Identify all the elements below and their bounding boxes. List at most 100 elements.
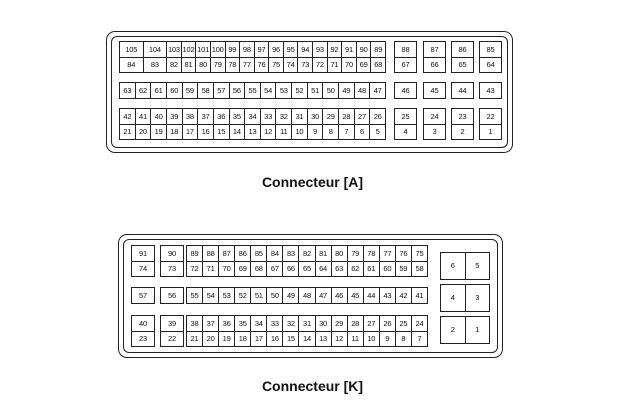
connector-k-pin: 17 xyxy=(251,331,268,347)
connector-k-pin: 15 xyxy=(283,331,300,347)
connector-a-pin: 57 xyxy=(213,83,230,99)
connector-k-pin: 45 xyxy=(347,288,364,304)
connector-a-pin: 70 xyxy=(342,57,357,73)
connector-k-pin: 57 xyxy=(132,288,155,304)
connector-a-pin: 86 xyxy=(452,42,474,58)
connector-a-pin: 74 xyxy=(283,57,299,73)
connector-k-pin: 65 xyxy=(299,261,316,277)
connector-k-pin: 90 xyxy=(161,246,184,262)
connector-a-pin: 5 xyxy=(370,124,386,140)
connector-a-pin: 52 xyxy=(292,83,308,99)
connector-a-pin: 18 xyxy=(166,124,183,140)
connector-a-pin: 48 xyxy=(354,83,371,99)
connector-k-pin: 36 xyxy=(219,316,236,332)
connector-a-pin: 83 xyxy=(143,57,168,73)
connector-a-pin: 45 xyxy=(424,83,446,99)
connector-a-pin: 26 xyxy=(370,109,386,125)
connector-a-pin: 7 xyxy=(339,124,355,140)
connector-a-pin: 25 xyxy=(395,109,417,125)
connector-a-pin: 63 xyxy=(120,83,136,99)
connector-k-pin: 79 xyxy=(347,246,364,262)
connector-k-pin: 28 xyxy=(347,316,364,332)
connector-k-pin: 44 xyxy=(363,288,380,304)
connector-k-pin: 27 xyxy=(363,316,380,332)
connector-a-pin: 37 xyxy=(198,109,214,125)
connector-a-pin: 96 xyxy=(269,42,284,58)
connector-a-pin: 92 xyxy=(327,42,343,58)
connector-k-pin: 3 xyxy=(465,285,490,312)
connector-k-pin: 91 xyxy=(132,246,155,262)
connector-a-pin: 9 xyxy=(307,124,324,140)
connector-a-pin: 2 xyxy=(452,124,474,140)
connector-k-pin: 30 xyxy=(315,316,332,332)
connector-k-pin: 88 xyxy=(203,246,220,262)
connector-k-pin: 12 xyxy=(331,331,348,347)
connector-a-pin: 13 xyxy=(245,124,261,140)
connector-k-pin: 42 xyxy=(395,288,412,304)
connector-k-pin: 1 xyxy=(465,317,490,344)
connector-a-pin: 105 xyxy=(120,42,144,58)
connector-a-pin: 89 xyxy=(371,42,386,58)
connector-k-outer-frame xyxy=(118,234,503,358)
connector-a-pin: 69 xyxy=(356,57,372,73)
connector-a-pin-group: 45 xyxy=(423,82,446,99)
connector-k-pin: 2 xyxy=(441,317,466,344)
connector-k-pin: 56 xyxy=(161,288,184,304)
connector-a-pin: 68 xyxy=(371,57,386,73)
connector-k-pin: 19 xyxy=(219,331,236,347)
connector-a-pin: 51 xyxy=(307,83,324,99)
connector-k-inner-frame xyxy=(123,239,498,353)
connector-a-pin: 14 xyxy=(229,124,246,140)
connector-a-pin: 72 xyxy=(313,57,328,73)
connector-k-pin: 72 xyxy=(187,261,204,277)
connector-a-pin: 22 xyxy=(480,109,502,125)
connector-k-pin: 75 xyxy=(411,246,428,262)
connector-k-pin: 21 xyxy=(187,331,204,347)
connector-a-pin: 24 xyxy=(424,109,446,125)
connector-k-pin: 47 xyxy=(315,288,332,304)
connector-a-pin: 75 xyxy=(269,57,284,73)
connector-k-pin: 78 xyxy=(363,246,380,262)
connector-a-pin: 102 xyxy=(181,42,197,58)
connector-a-pin: 60 xyxy=(166,83,183,99)
connector-a-pin: 16 xyxy=(198,124,214,140)
connector-k-pin: 11 xyxy=(347,331,364,347)
connector-k-pin: 24 xyxy=(411,316,428,332)
connector-k-pin: 89 xyxy=(187,246,204,262)
connector-k-pin: 16 xyxy=(267,331,284,347)
connector-k-pin: 73 xyxy=(161,261,184,277)
connector-a-pin: 104 xyxy=(143,42,168,58)
connector-k-pin: 18 xyxy=(235,331,252,347)
connector-a-pin: 40 xyxy=(151,109,167,125)
connector-k-pin: 26 xyxy=(379,316,396,332)
connector-k-pin: 86 xyxy=(235,246,252,262)
connector-a-pin: 32 xyxy=(276,109,293,125)
connector-k-pin: 64 xyxy=(315,261,332,277)
connector-k-pin: 4 xyxy=(441,285,466,312)
connector-k-pin: 48 xyxy=(299,288,316,304)
connector-a-pin: 31 xyxy=(292,109,308,125)
connector-a-pin: 39 xyxy=(166,109,183,125)
connector-k-pin: 74 xyxy=(132,261,155,277)
connector-k-pin: 33 xyxy=(267,316,284,332)
connector-a-pin: 55 xyxy=(245,83,261,99)
connector-k-pin: 52 xyxy=(235,288,252,304)
connector-a-outer-frame xyxy=(106,31,513,153)
connector-a-pin: 84 xyxy=(120,57,144,73)
connector-k-pin: 59 xyxy=(395,261,412,277)
connector-k-pin: 69 xyxy=(235,261,252,277)
connector-k-pin: 77 xyxy=(379,246,396,262)
connector-a-pin: 11 xyxy=(276,124,293,140)
connector-a-pin: 49 xyxy=(339,83,355,99)
